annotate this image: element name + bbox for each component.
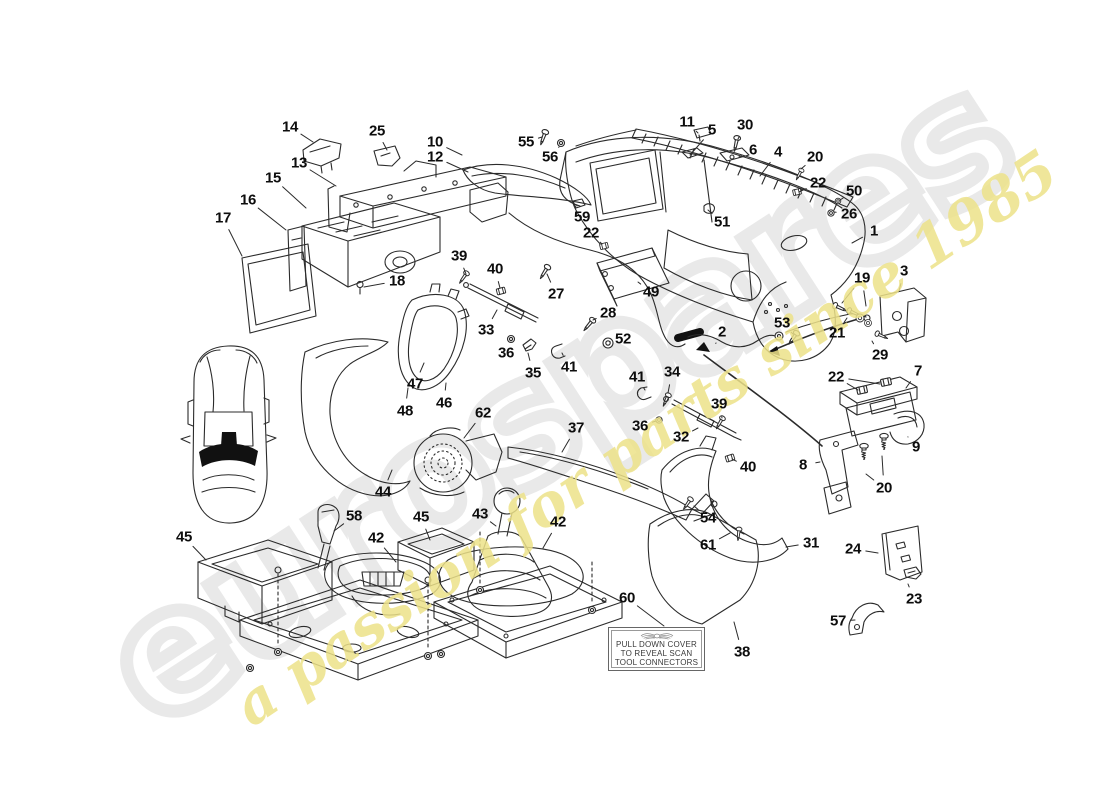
decal-line-3: TOOL CONNECTORS (614, 658, 699, 667)
harness-drawing (508, 212, 871, 463)
radio-unit-drawing (241, 202, 441, 334)
dash-top-rail-drawing (575, 126, 854, 211)
scan-tool-decal-inner: PULL DOWN COVER TO REVEAL SCAN TOOL CONN… (611, 630, 702, 668)
decal-line-2: TO REVEAL SCAN (620, 649, 693, 658)
aston-martin-wings-icon (640, 633, 673, 640)
auto-shifter-assembly-drawing (197, 503, 479, 681)
heater-cable-drawing (456, 262, 614, 359)
instrument-cowl-drawing (397, 283, 470, 391)
demister-duct-drawing (507, 446, 715, 522)
windscreen-finisher-drawing (462, 128, 592, 209)
dashboard-moulding-drawing (559, 136, 866, 362)
ecu-box-drawing (596, 247, 670, 307)
console-trim-drawing (300, 338, 411, 497)
leader-lines (192, 130, 912, 640)
console-side-panels-drawing (647, 435, 789, 625)
car-top-view-drawing (180, 345, 277, 524)
right-brackets-drawing (818, 287, 927, 636)
decal-line-1: PULL DOWN COVER (616, 640, 697, 649)
scan-tool-decal: PULL DOWN COVER TO REVEAL SCAN TOOL CONN… (608, 627, 705, 671)
speaker-pod-drawing (413, 427, 503, 497)
